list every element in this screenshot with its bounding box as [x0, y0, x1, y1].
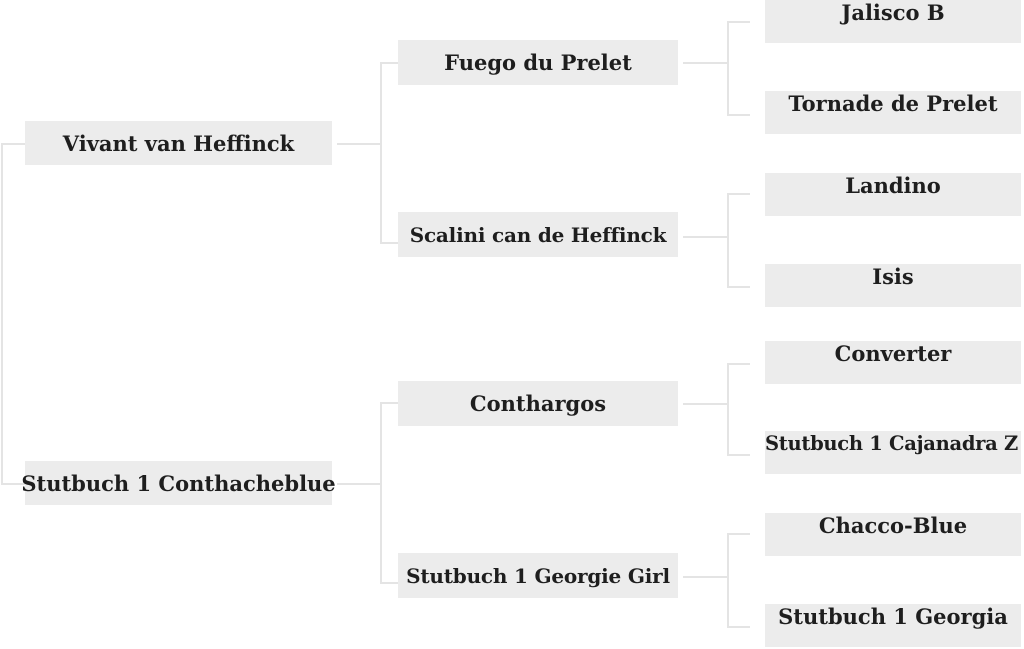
connector-conthargos-bracket — [727, 363, 750, 456]
pedigree-sire-box: Vivant van Heffinck — [25, 121, 332, 165]
pedigree-dam-dam-name: Stutbuch 1 Georgie Girl — [406, 563, 670, 588]
pedigree-sire-dam-name: Scalini can de Heffinck — [409, 222, 667, 247]
pedigree-dam-sire-dam-box: Stutbuch 1 Cajanadra Z — [765, 431, 1021, 474]
pedigree-sire-sire-dam-box: Tornade de Prelet — [765, 91, 1021, 134]
pedigree-sire-name: Vivant van Heffinck — [62, 130, 295, 156]
connector-sire-bracket — [380, 62, 398, 244]
pedigree-dam-dam-dam-name: Stutbuch 1 Georgia — [778, 604, 1008, 629]
pedigree-sire-dam-box: Scalini can de Heffinck — [398, 212, 678, 257]
pedigree-sire-sire-box: Fuego du Prelet — [398, 40, 678, 85]
pedigree-dam-sire-sire-name: Converter — [834, 341, 952, 366]
pedigree-dam-sire-dam-name: Stutbuch 1 Cajanadra Z — [765, 432, 1018, 455]
connector-dam-bracket — [380, 402, 398, 584]
pedigree-sire-dam-dam-box: Isis — [765, 264, 1021, 307]
pedigree-sire-sire-sire-name: Jalisco B — [841, 0, 945, 25]
pedigree-dam-sire-sire-box: Converter — [765, 341, 1021, 384]
pedigree-sire-dam-sire-name: Landino — [845, 173, 941, 198]
pedigree-dam-dam-dam-box: Stutbuch 1 Georgia — [765, 604, 1021, 647]
pedigree-sire-dam-dam-name: Isis — [872, 264, 914, 289]
pedigree-dam-dam-sire-box: Chacco-Blue — [765, 513, 1021, 556]
pedigree-dam-sire-box: Conthargos — [398, 381, 678, 426]
connector-fuego-bracket — [727, 21, 750, 116]
pedigree-sire-sire-sire-box: Jalisco B — [765, 0, 1021, 43]
connector-scalini-bracket — [727, 193, 750, 288]
pedigree-sire-dam-sire-box: Landino — [765, 173, 1021, 216]
connector-georgiegirl-bracket — [727, 533, 750, 628]
pedigree-dam-dam-sire-name: Chacco-Blue — [818, 513, 968, 538]
pedigree-sire-sire-name: Fuego du Prelet — [444, 50, 632, 75]
pedigree-dam-sire-name: Conthargos — [469, 391, 607, 416]
pedigree-dam-box: Stutbuch 1 Conthacheblue — [21, 461, 336, 505]
pedigree-dam-dam-box: Stutbuch 1 Georgie Girl — [398, 553, 678, 598]
pedigree-dam-name: Stutbuch 1 Conthacheblue — [21, 470, 336, 496]
connector-root — [1, 143, 25, 485]
pedigree-sire-sire-dam-name: Tornade de Prelet — [788, 91, 998, 116]
